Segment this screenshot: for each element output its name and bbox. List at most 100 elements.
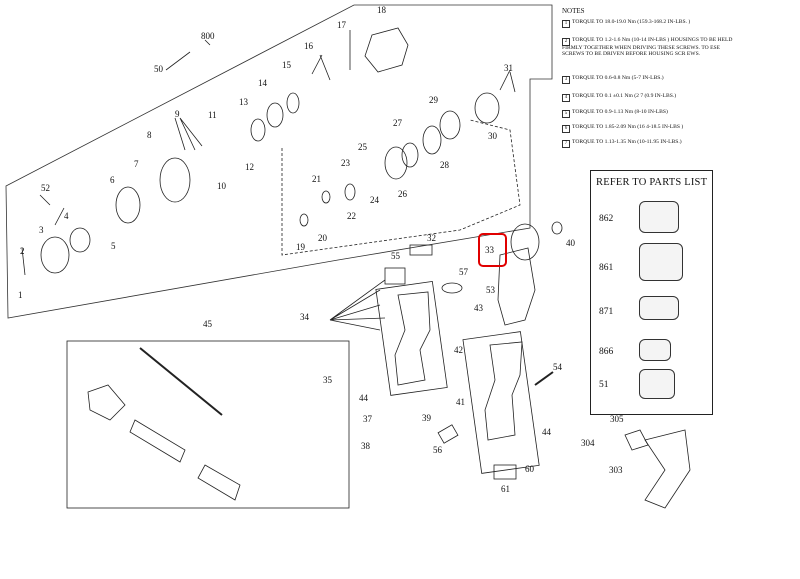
part-label: 42 bbox=[454, 345, 463, 355]
part-55 bbox=[384, 267, 406, 285]
part-label: 43 bbox=[474, 303, 483, 313]
part-label: 3 bbox=[39, 225, 44, 235]
ring-29 bbox=[439, 110, 461, 140]
part-label: 8 bbox=[147, 130, 152, 140]
part-label: 16 bbox=[304, 41, 313, 51]
gear-8 bbox=[159, 157, 191, 203]
refer-item-num: 862 bbox=[599, 214, 614, 224]
ring-28 bbox=[422, 125, 442, 155]
part-label: 26 bbox=[398, 189, 407, 199]
chuck-body bbox=[40, 236, 70, 274]
housing-left bbox=[394, 291, 431, 386]
housing-right bbox=[484, 341, 523, 441]
part-label: 24 bbox=[370, 195, 379, 205]
part-label: 19 bbox=[296, 242, 305, 252]
part-57 bbox=[441, 282, 463, 294]
chuck-ring bbox=[69, 227, 91, 253]
side-handle-grip bbox=[129, 419, 186, 463]
ring-14 bbox=[266, 102, 284, 128]
part-label: 9 bbox=[175, 109, 180, 119]
part-18-housing bbox=[364, 27, 409, 73]
part-label: 12 bbox=[245, 162, 254, 172]
washer-19 bbox=[299, 213, 309, 227]
part-label: 30 bbox=[488, 131, 497, 141]
part-label: 31 bbox=[504, 63, 513, 73]
part-label: 50 bbox=[154, 64, 163, 74]
ring-13 bbox=[250, 118, 266, 142]
handle-kit-box bbox=[66, 340, 350, 509]
refer-item-num: 861 bbox=[599, 263, 614, 273]
part-label: 44 bbox=[542, 427, 551, 437]
part-label: 29 bbox=[429, 95, 438, 105]
notes-heading: NOTES bbox=[562, 7, 585, 15]
part-label: 39 bbox=[422, 413, 431, 423]
part-label: 22 bbox=[347, 211, 356, 221]
case-icon bbox=[639, 243, 683, 281]
part-61 bbox=[493, 464, 517, 480]
gear-assembly-outline bbox=[5, 4, 553, 319]
handle-part-304 bbox=[624, 429, 649, 451]
part-label: 20 bbox=[318, 233, 327, 243]
ring-26 bbox=[384, 146, 408, 180]
part-label: 23 bbox=[341, 158, 350, 168]
refer-to-parts-list-box: REFER TO PARTS LIST 862 861 871 866 51 bbox=[590, 170, 713, 415]
part-label: 44 bbox=[359, 393, 368, 403]
part-label: 32 bbox=[427, 233, 436, 243]
right-housing-box bbox=[462, 331, 540, 474]
part-label: 53 bbox=[486, 285, 495, 295]
part-label: 10 bbox=[217, 181, 226, 191]
washer-21 bbox=[321, 190, 331, 204]
nut-40 bbox=[551, 221, 563, 235]
highlight-box-part-33: 33 bbox=[478, 233, 507, 267]
bag-icon bbox=[639, 201, 679, 233]
side-handle-cap bbox=[197, 464, 241, 501]
part-label: 7 bbox=[134, 159, 139, 169]
part-label: 11 bbox=[208, 110, 217, 120]
part-label: 35 bbox=[323, 375, 332, 385]
part-label: 14 bbox=[258, 78, 267, 88]
left-housing-box bbox=[375, 281, 448, 396]
part-label: 5 bbox=[111, 241, 116, 251]
refer-item-num: 51 bbox=[599, 380, 609, 390]
part-label: 304 bbox=[581, 438, 595, 448]
part-label: 4 bbox=[64, 211, 69, 221]
part-label: 52 bbox=[41, 183, 50, 193]
refer-item-num: 871 bbox=[599, 307, 614, 317]
handle-part-303 bbox=[644, 429, 691, 509]
side-handle-clamp bbox=[87, 384, 126, 421]
battery-icon bbox=[639, 296, 679, 320]
part-label: 61 bbox=[501, 484, 510, 494]
part-label: 28 bbox=[440, 160, 449, 170]
refer-box-title: REFER TO PARTS LIST bbox=[596, 177, 708, 188]
part-label: 303 bbox=[609, 465, 623, 475]
part-label: 55 bbox=[391, 251, 400, 261]
part-label: 1 bbox=[18, 290, 23, 300]
part-label: 18 bbox=[377, 5, 386, 15]
part-label: 38 bbox=[361, 441, 370, 451]
part-label: 41 bbox=[456, 397, 465, 407]
part-label: 25 bbox=[358, 142, 367, 152]
pin-54 bbox=[534, 371, 554, 386]
washer-22 bbox=[344, 183, 356, 201]
part-label: 6 bbox=[110, 175, 115, 185]
part-label: 45 bbox=[203, 319, 212, 329]
part-label: 2 bbox=[20, 246, 25, 256]
part-label: 15 bbox=[282, 60, 291, 70]
part-label: 17 bbox=[337, 20, 346, 30]
label-icon bbox=[639, 369, 675, 399]
part-32 bbox=[409, 244, 433, 256]
part-label: 800 bbox=[201, 31, 215, 41]
part-label: 13 bbox=[239, 97, 248, 107]
motor-assembly bbox=[497, 247, 536, 326]
part-label: 27 bbox=[393, 118, 402, 128]
part-label: 305 bbox=[610, 414, 624, 424]
plate-30 bbox=[474, 92, 500, 124]
